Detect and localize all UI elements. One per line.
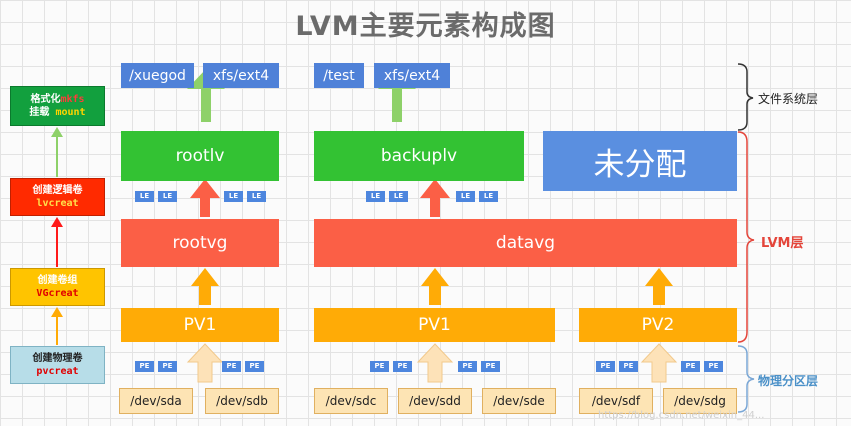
arrow-pv1-datavg-up — [421, 268, 449, 305]
arrow-dev-pv2 — [640, 343, 678, 383]
arrow-dev-pv1-root — [186, 343, 224, 383]
le-chip: LE — [366, 191, 385, 202]
unallocated-space: 未分配 — [543, 131, 737, 191]
lv-backuplv: backuplv — [314, 131, 524, 181]
bracket-fs-layer — [737, 63, 754, 131]
layer-label-lvm: LVM层 — [761, 236, 804, 251]
step-create-pv-cmd: pvcreat — [36, 366, 79, 377]
le-chip: LE — [456, 191, 475, 202]
step-create-pv-label: 创建物理卷 — [32, 353, 83, 364]
pv-datavg-pv2: PV2 — [579, 308, 737, 342]
device-sdc: /dev/sdc — [314, 388, 388, 414]
device-sdd: /dev/sdd — [398, 388, 472, 414]
pe-chip: PE — [704, 361, 723, 372]
left-arrow-pv-to-vg — [51, 307, 63, 345]
layer-label-filesystem: 文件系统层 — [758, 92, 819, 106]
step-create-lv-cmd: lvcreat — [36, 198, 79, 209]
step-format-cmd: mkfs — [60, 94, 85, 105]
step-create-vg: 创建卷组 VGcreat — [10, 268, 105, 306]
device-sda: /dev/sda — [119, 388, 193, 414]
arrow-pv1-rootvg-up — [191, 268, 219, 305]
step-create-lv-label: 创建逻辑卷 — [32, 185, 83, 196]
lv-rootlv: rootlv — [121, 131, 279, 181]
pe-chip: PE — [370, 361, 389, 372]
fs-type-test: xfs/ext4 — [374, 63, 450, 88]
pe-chip: PE — [245, 361, 264, 372]
watermark: https://blog.csdn.net/weixin_44... — [598, 410, 765, 421]
arrow-datavg-up — [420, 179, 450, 217]
diagram-title: LVM主要元素构成图 — [295, 11, 556, 42]
vg-rootvg: rootvg — [121, 219, 279, 267]
arrow-dev-pv1-data — [416, 343, 454, 383]
layer-label-physical: 物理分区层 — [758, 374, 819, 388]
bracket-lvm-layer — [737, 131, 755, 343]
pe-chip: PE — [681, 361, 700, 372]
pv-rootvg-pv1: PV1 — [121, 308, 279, 342]
le-chip: LE — [135, 191, 154, 202]
pe-chip: PE — [619, 361, 638, 372]
pe-chip: PE — [135, 361, 154, 372]
le-chip: LE — [158, 191, 177, 202]
fs-mount-xuegod: /xuegod — [121, 63, 194, 88]
pe-chip: PE — [596, 361, 615, 372]
step-mount-label: 挂载 — [29, 107, 56, 118]
pe-chip: PE — [458, 361, 477, 372]
device-sdb: /dev/sdb — [205, 388, 279, 414]
device-sdg: /dev/sdg — [663, 388, 737, 414]
device-sde: /dev/sde — [482, 388, 556, 414]
step-format-mount: 格式化mkfs 挂载 mount — [10, 86, 105, 126]
pe-chip: PE — [481, 361, 500, 372]
pe-chip: PE — [158, 361, 177, 372]
left-arrow-vg-to-lv — [51, 217, 63, 267]
vg-datavg: datavg — [314, 219, 737, 267]
arrow-pv2-datavg-up — [645, 268, 673, 305]
le-chip: LE — [389, 191, 408, 202]
step-create-vg-cmd: VGcreat — [36, 288, 79, 299]
pv-datavg-pv1: PV1 — [314, 308, 555, 342]
fs-mount-test: /test — [314, 63, 364, 88]
bracket-physical-layer — [737, 345, 755, 413]
device-sdf: /dev/sdf — [579, 388, 653, 414]
le-chip: LE — [224, 191, 243, 202]
le-chip: LE — [479, 191, 498, 202]
step-format-label: 格式化 — [30, 94, 61, 105]
step-create-pv: 创建物理卷 pvcreat — [10, 346, 105, 384]
pe-chip: PE — [393, 361, 412, 372]
pe-chip: PE — [222, 361, 241, 372]
step-create-vg-label: 创建卷组 — [37, 275, 78, 286]
arrow-rootvg-up — [190, 179, 220, 217]
step-mount-cmd: mount — [55, 107, 86, 118]
step-create-lv: 创建逻辑卷 lvcreat — [10, 178, 105, 216]
le-chip: LE — [247, 191, 266, 202]
fs-type-xuegod: xfs/ext4 — [203, 63, 279, 88]
left-arrow-lv-to-fs — [51, 127, 63, 177]
